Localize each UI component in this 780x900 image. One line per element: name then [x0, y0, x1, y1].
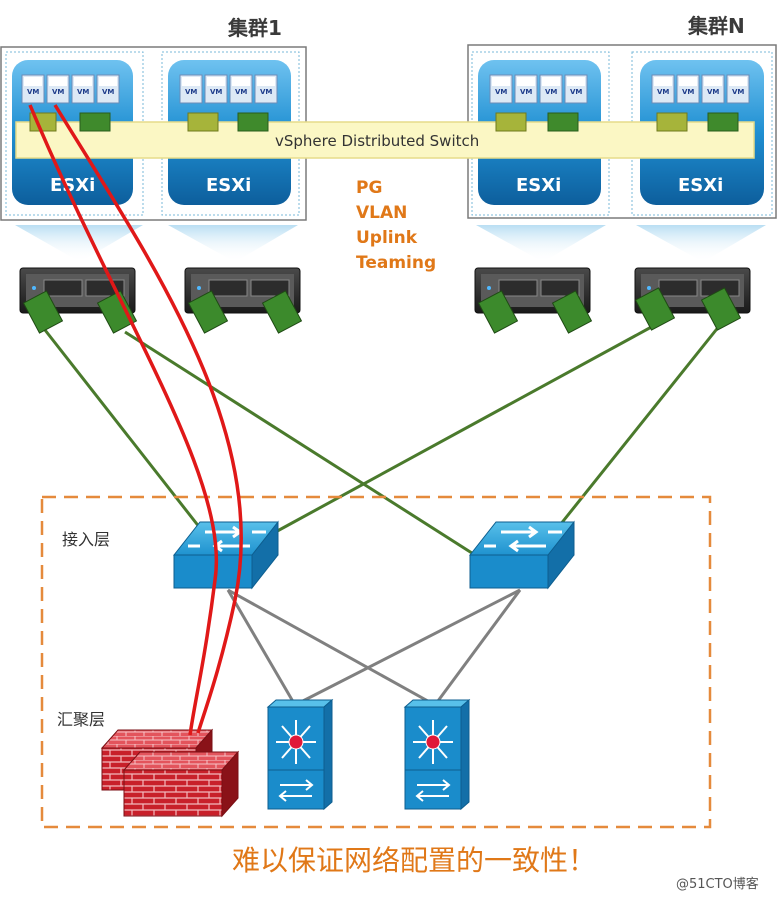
svg-text:VM: VM — [520, 88, 532, 96]
svg-text:VM: VM — [260, 88, 272, 96]
host-outlines — [5, 51, 773, 216]
config-items: PG VLAN Uplink Teaming — [356, 178, 436, 273]
vm-icon: VM — [514, 74, 538, 104]
vm-icons: VM VM VM VM VM VM VM VM VM VM VM VM VM V… — [21, 74, 750, 104]
cluster-n-label: 集群N — [687, 14, 745, 38]
access-layer-label: 接入层 — [62, 530, 110, 549]
physical-server-2 — [184, 267, 303, 334]
config-item-vlan: VLAN — [356, 203, 407, 223]
svg-text:VM: VM — [707, 88, 719, 96]
svg-text:VM: VM — [570, 88, 582, 96]
port-groups — [29, 112, 739, 132]
vm-icon: VM — [204, 74, 228, 104]
aggregation-layer-label: 汇聚层 — [57, 710, 105, 729]
svg-text:VM: VM — [682, 88, 694, 96]
aggregation-links — [226, 588, 522, 707]
esxi-label: ESXi — [516, 175, 561, 196]
traffic-paths — [28, 104, 243, 736]
svg-text:VM: VM — [77, 88, 89, 96]
svg-text:VM: VM — [235, 88, 247, 96]
vm-icon: VM — [651, 74, 675, 104]
access-switch-1 — [172, 520, 279, 590]
vm-icon: VM — [701, 74, 725, 104]
physical-network-boundary — [40, 495, 712, 829]
firewall-icon — [100, 728, 240, 818]
svg-text:VM: VM — [210, 88, 222, 96]
vm-icon: VM — [46, 74, 70, 104]
esxi-label: ESXi — [50, 175, 95, 196]
physical-server-3 — [474, 267, 593, 334]
vm-icon: VM — [539, 74, 563, 104]
aggregation-switch-2 — [403, 698, 471, 811]
vds-bar — [15, 121, 755, 159]
svg-text:VM: VM — [657, 88, 669, 96]
bottom-note: 难以保证网络配置的一致性！ — [232, 844, 596, 877]
uplink-lines — [43, 323, 722, 557]
svg-text:VM: VM — [27, 88, 39, 96]
vds-label: vSphere Distributed Switch — [275, 132, 479, 150]
aggregation-switch-1 — [266, 698, 334, 811]
vm-icon: VM — [96, 74, 120, 104]
config-item-uplink: Uplink — [356, 228, 418, 248]
esxi-label: ESXi — [678, 175, 723, 196]
vm-icon: VM — [489, 74, 513, 104]
vm-icon: VM — [71, 74, 95, 104]
svg-text:VM: VM — [102, 88, 114, 96]
esxi-label: ESXi — [206, 175, 251, 196]
vm-icon: VM — [726, 74, 750, 104]
vm-icon: VM — [676, 74, 700, 104]
config-item-teaming: Teaming — [356, 253, 436, 273]
svg-text:VM: VM — [185, 88, 197, 96]
cluster-1-label: 集群1 — [227, 16, 282, 40]
access-switch-2 — [468, 520, 575, 590]
svg-text:VM: VM — [732, 88, 744, 96]
vm-icon: VM — [229, 74, 253, 104]
vm-icon: VM — [21, 74, 45, 104]
vm-icon: VM — [564, 74, 588, 104]
watermark: @51CTO博客 — [676, 876, 759, 892]
physical-server-4 — [634, 267, 751, 331]
svg-text:VM: VM — [495, 88, 507, 96]
svg-text:VM: VM — [545, 88, 557, 96]
vm-icon: VM — [179, 74, 203, 104]
vm-icon: VM — [254, 74, 278, 104]
svg-text:VM: VM — [52, 88, 64, 96]
config-item-pg: PG — [356, 178, 382, 198]
host-cones — [15, 225, 766, 262]
